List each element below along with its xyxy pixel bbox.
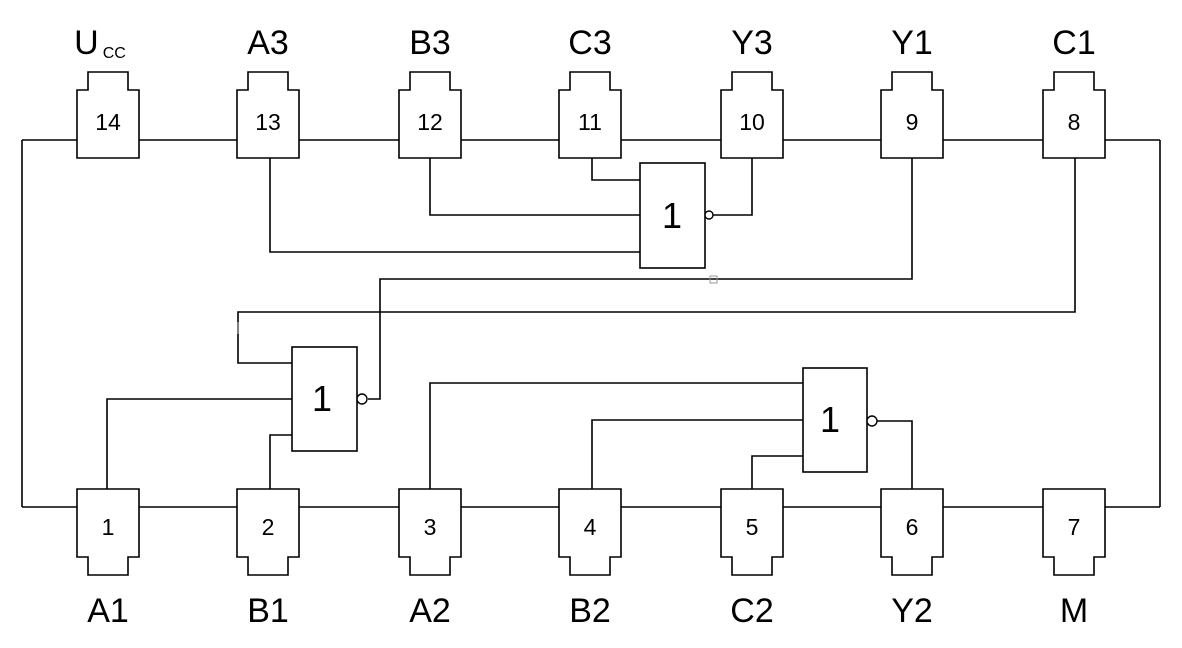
pin-7-body	[1042, 488, 1106, 576]
pin-label: A3	[247, 24, 289, 62]
pin-number: 14	[95, 109, 121, 135]
pin-5-body	[720, 488, 784, 576]
pin-number: 8	[1068, 109, 1081, 135]
wire-b1-to-gate1	[269, 434, 292, 489]
pin-number: 3	[424, 514, 437, 540]
pin-number: 7	[1068, 514, 1081, 540]
pin-label: B3	[409, 24, 451, 62]
wire-a1-to-gate1	[106, 398, 292, 489]
gate3-inversion-bubble	[704, 210, 714, 220]
pin-number: 1	[102, 514, 115, 540]
pin-label: C3	[568, 24, 611, 62]
pin-number: 10	[739, 109, 765, 135]
wire-a3-to-gate3	[269, 158, 640, 253]
pin-3-body	[398, 488, 462, 576]
wire-gate2-to-y2	[877, 420, 913, 489]
wire-gate3-to-y3	[713, 158, 753, 216]
pin-12-body	[398, 71, 462, 159]
pin-13-body	[236, 71, 300, 159]
pin-number: 4	[584, 514, 597, 540]
pin-5: 5C2	[720, 488, 784, 630]
pin-4: 4B2	[558, 488, 622, 630]
pin-9-body	[880, 71, 944, 159]
gate2-symbol: 1	[820, 399, 840, 440]
pin-12: 12 B3	[398, 24, 462, 159]
pin-number: 13	[255, 109, 281, 135]
wire-y1-to-gate1	[368, 158, 913, 400]
pin-label: Y3	[731, 24, 773, 62]
pin-label-subscript: CC	[103, 45, 126, 62]
pin-6: 6Y2	[880, 488, 944, 630]
pin-number: 2	[262, 514, 275, 540]
gate3-body	[639, 162, 706, 269]
pin-8: 8 C1	[1042, 24, 1106, 159]
pin-label: Y2	[891, 592, 933, 630]
pin-9: 9 Y1	[880, 24, 944, 159]
gate1-symbol: 1	[312, 378, 332, 419]
pin-14-body	[76, 71, 140, 159]
gate3: 1	[639, 162, 714, 269]
pin-11-body	[558, 71, 622, 159]
junction-mark	[709, 275, 718, 284]
pin-number: 11	[578, 109, 602, 135]
pin-label: A1	[87, 592, 129, 630]
wire-c1-to-gate1	[237, 158, 1076, 364]
pin-10: 10 Y3	[720, 24, 784, 159]
wire-c3-to-gate3	[591, 158, 640, 181]
pin-2: 2B1	[236, 488, 300, 630]
pin-10-body	[720, 71, 784, 159]
pin-number: 6	[906, 514, 919, 540]
pin-1-body	[76, 488, 140, 576]
pin-number: 12	[417, 109, 443, 135]
pin-label: A2	[409, 592, 451, 630]
gate3-symbol: 1	[662, 195, 682, 236]
pin-3: 3A2	[398, 488, 462, 630]
wire-b2-to-gate2	[591, 419, 803, 489]
pin-6-body	[880, 488, 944, 576]
pin-label: M	[1060, 592, 1088, 630]
pin-4-body	[558, 488, 622, 576]
pin-11: 11 C3	[558, 24, 622, 159]
gate2-inversion-bubble	[866, 415, 878, 427]
wire-b3-to-gate3	[429, 158, 640, 216]
pin-8-body	[1042, 71, 1106, 159]
pin-label: Y1	[891, 24, 933, 62]
gate2: 1	[802, 367, 878, 473]
wires	[21, 139, 1161, 508]
pin-2-body	[236, 488, 300, 576]
wire-c2-to-gate2	[751, 455, 803, 489]
gate2-body	[802, 367, 868, 473]
pin-label: C1	[1052, 24, 1095, 62]
pin-label: C2	[730, 592, 773, 630]
pin-number: 9	[906, 109, 919, 135]
pin-number: 5	[746, 514, 759, 540]
gate1-inversion-bubble	[356, 393, 368, 405]
pin-label: B1	[247, 592, 289, 630]
pin-1: 1A1	[76, 488, 140, 630]
wire-a2-to-gate2	[429, 382, 803, 489]
pin-13: 13 A3	[236, 24, 300, 159]
gate1-body	[291, 346, 358, 452]
gate1: 1	[291, 346, 368, 452]
pin-label: B2	[569, 592, 611, 630]
pin-7: 7M	[1042, 488, 1106, 630]
